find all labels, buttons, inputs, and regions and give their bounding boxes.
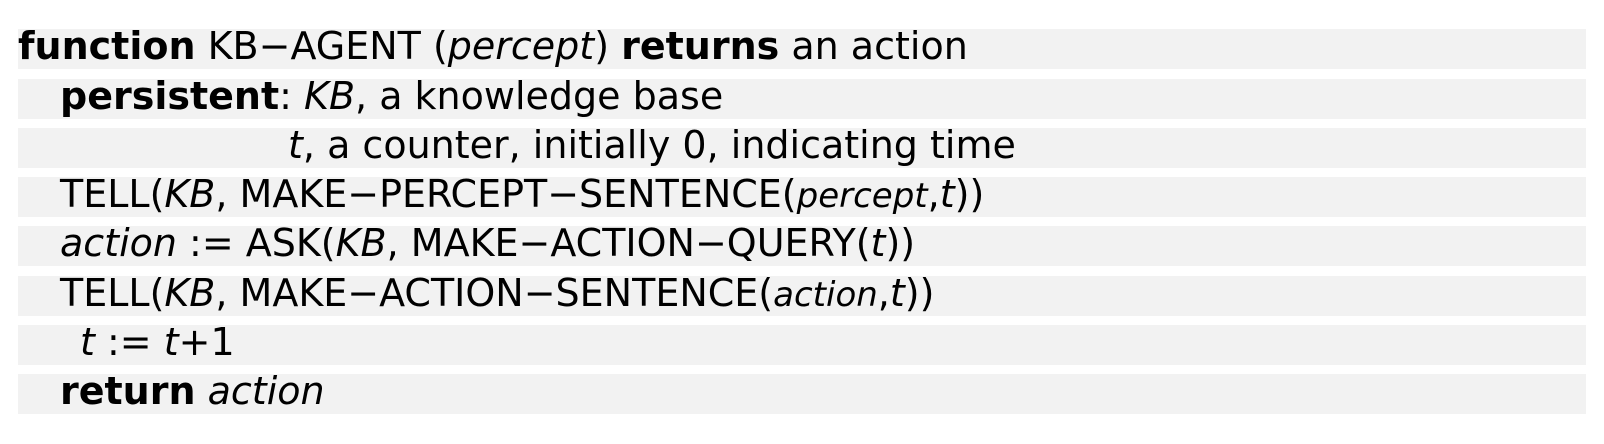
code-text: )) bbox=[904, 271, 935, 315]
line-background bbox=[18, 374, 1586, 414]
code-text: , MAKE−ACTION−SENTENCE( bbox=[215, 271, 774, 315]
persistent-counter-line: t, a counter, initially 0, indicating ti… bbox=[288, 125, 1604, 165]
function-name: KB−AGENT ( bbox=[207, 24, 448, 68]
variable-t: t bbox=[80, 320, 95, 364]
code-text: , MAKE−ACTION−QUERY( bbox=[386, 221, 871, 265]
variable-action: action bbox=[207, 369, 325, 413]
line-background bbox=[18, 79, 1586, 119]
code-text: , bbox=[927, 172, 940, 216]
variable-kb: KB bbox=[164, 271, 216, 315]
line-background bbox=[18, 325, 1586, 365]
ask-action-line: action := ASK(KB, MAKE−ACTION−QUERY(t)) bbox=[60, 223, 1604, 263]
parameter-percept: percept bbox=[447, 24, 595, 68]
code-text: := bbox=[94, 320, 164, 364]
line-background bbox=[18, 226, 1586, 266]
code-text: TELL( bbox=[60, 172, 165, 216]
line-background bbox=[18, 177, 1586, 217]
keyword-returns: returns bbox=[621, 24, 780, 68]
line-background bbox=[18, 29, 1586, 69]
tell-action-line: TELL(KB, MAKE−ACTION−SENTENCE(action,t)) bbox=[60, 273, 1604, 315]
variable-kb: KB bbox=[164, 172, 216, 216]
variable-action: action bbox=[60, 221, 177, 265]
keyword-function: function bbox=[18, 24, 196, 68]
code-text: +1 bbox=[178, 320, 235, 364]
line-background bbox=[18, 128, 1586, 168]
variable-kb: KB bbox=[304, 74, 356, 118]
keyword-return: return bbox=[60, 369, 196, 413]
keyword-persistent: persistent bbox=[60, 74, 280, 118]
increment-line: t := t+1 bbox=[80, 322, 1604, 362]
code-text: )) bbox=[954, 172, 985, 216]
code-text: , bbox=[877, 271, 890, 315]
variable-t: t bbox=[870, 221, 886, 265]
line-background bbox=[18, 276, 1586, 316]
code-text: TELL( bbox=[60, 271, 165, 315]
variable-percept: percept bbox=[796, 176, 928, 216]
kb-description: , a knowledge base bbox=[355, 74, 724, 118]
function-header-line: function KB−AGENT (percept) returns an a… bbox=[18, 26, 1586, 66]
variable-t: t bbox=[163, 320, 179, 364]
return-description: an action bbox=[791, 24, 968, 68]
paren-close: ) bbox=[594, 24, 610, 68]
variable-t: t bbox=[889, 271, 905, 315]
colon: : bbox=[279, 74, 305, 118]
return-line: return action bbox=[60, 371, 1604, 411]
variable-t: t bbox=[939, 172, 955, 216]
code-text: )) bbox=[885, 221, 916, 265]
algorithm-listing: function KB−AGENT (percept) returns an a… bbox=[18, 0, 1586, 444]
counter-description: , a counter, initially 0, indicating tim… bbox=[302, 123, 1016, 167]
variable-action: action bbox=[773, 275, 878, 315]
persistent-line: persistent: KB, a knowledge base bbox=[60, 76, 1604, 116]
variable-t: t bbox=[288, 123, 303, 167]
code-text: , MAKE−PERCEPT−SENTENCE( bbox=[215, 172, 797, 216]
code-text: := ASK( bbox=[176, 221, 336, 265]
variable-kb: KB bbox=[335, 221, 387, 265]
tell-percept-line: TELL(KB, MAKE−PERCEPT−SENTENCE(percept,t… bbox=[60, 174, 1604, 216]
